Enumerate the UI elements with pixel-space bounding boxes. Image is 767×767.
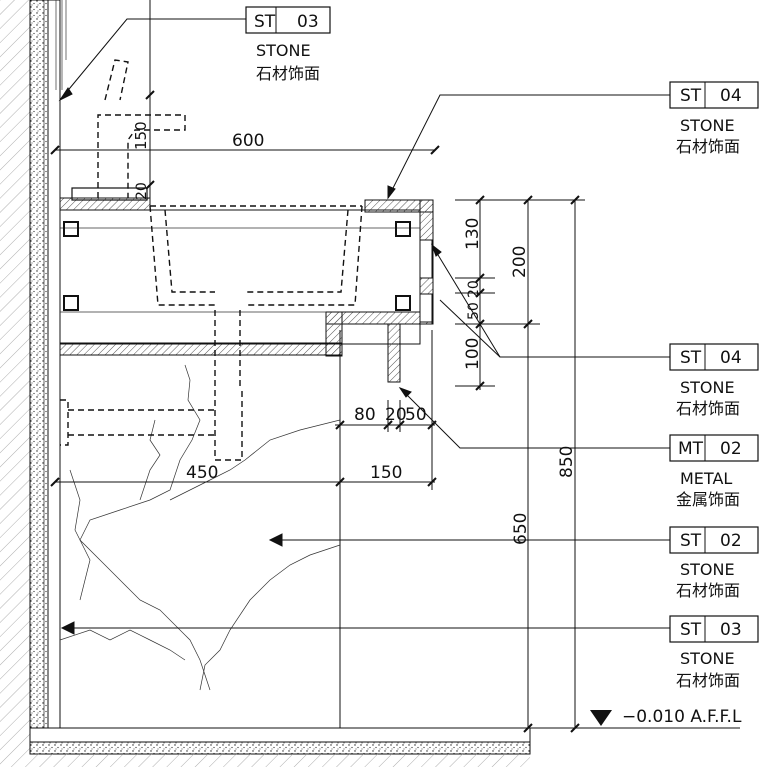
tag-code: ST [680,620,702,640]
stone-cladding-panel [59,354,341,729]
dim-100: 100 [463,338,483,370]
material-tag-st03-bottom: ST 03 STONE 石材饰面 [669,615,759,690]
tag-desc: 石材饰面 [256,64,320,83]
material-tag-mt02: MT 02 METAL 金属饰面 [669,434,759,509]
dim-150-low: 150 [370,463,402,483]
tag-number: 03 [720,620,742,640]
faucet [71,59,186,201]
tag-name: METAL [680,469,732,488]
wall-structure [0,0,67,767]
tag-desc: 石材饰面 [676,671,740,690]
dim-20-tap: 20 [134,182,150,200]
tag-name: STONE [680,378,735,397]
material-tag-st04-lower: ST 04 STONE 石材饰面 [669,343,759,418]
tag-name: STONE [680,560,735,579]
dimension-labels: 600 150 20 130 200 20 50 100 80 20 50 45… [132,121,577,545]
material-tag-st02: ST 02 STONE 石材饰面 [669,526,759,600]
tag-desc: 石材饰面 [676,399,740,418]
dim-130: 130 [463,218,483,250]
dim-450: 450 [186,463,218,483]
dim-150-tap: 150 [132,121,150,150]
tag-desc: 石材饰面 [676,137,740,156]
tag-code: MT [678,439,704,459]
vanity-countertop [59,197,434,383]
dim-650: 650 [511,513,531,545]
material-tag-st03-top: ST 03 STONE 石材饰面 [245,6,331,83]
tag-desc: 金属饰面 [676,490,740,509]
dim-600: 600 [232,131,264,151]
floor-slab [29,727,531,767]
dim-50-low: 50 [405,405,427,425]
tag-code: ST [680,348,702,368]
dim-20-low: 20 [385,405,407,425]
tag-number: 04 [720,348,742,368]
dim-20-mid: 20 [466,280,482,298]
tag-name: STONE [256,41,311,60]
tag-number: 03 [297,12,319,32]
undermount-basin [60,205,363,461]
dimension-lines [50,0,585,733]
tag-name: STONE [680,649,735,668]
level-marker: −0.010 A.F.F.L [540,707,742,729]
tag-desc: 石材饰面 [676,581,740,600]
tag-name: STONE [680,116,735,135]
dim-850: 850 [557,446,577,478]
level-label: −0.010 A.F.F.L [622,707,742,727]
dim-80: 80 [354,405,376,425]
tag-code: ST [680,86,702,106]
material-tag-st04-upper: ST 04 STONE 石材饰面 [669,81,759,156]
dim-200: 200 [510,246,530,278]
tag-code: ST [254,12,276,32]
tag-number: 02 [720,439,742,459]
tag-number: 02 [720,531,742,551]
tag-code: ST [680,531,702,551]
tag-number: 04 [720,86,742,106]
leader-lines [58,18,670,635]
